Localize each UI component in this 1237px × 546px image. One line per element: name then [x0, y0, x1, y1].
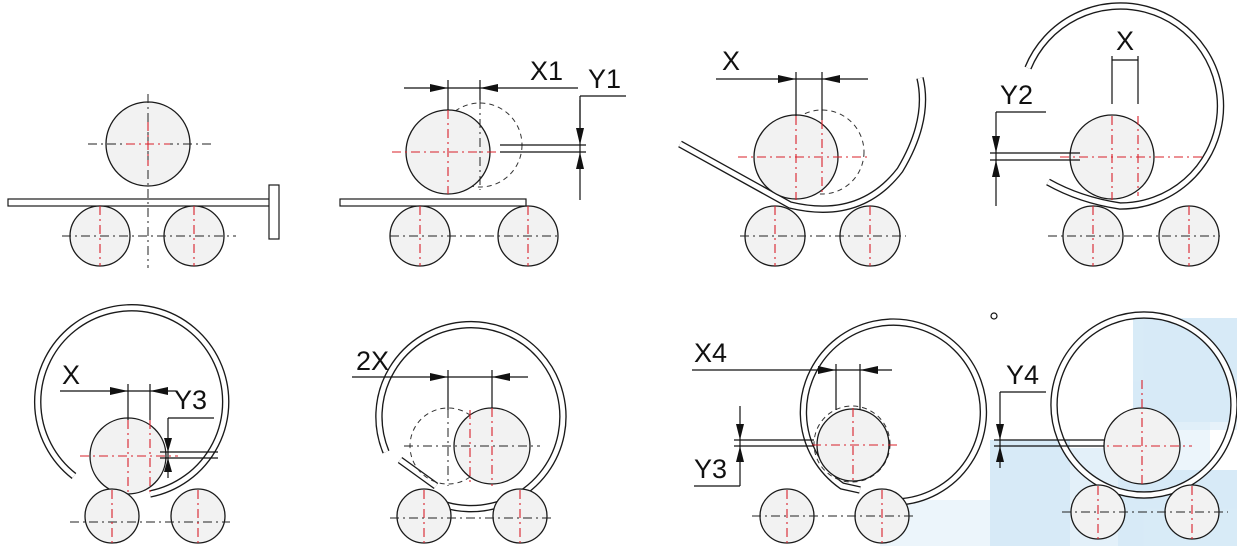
centerlines	[390, 390, 552, 546]
label-x1: X1	[530, 56, 563, 86]
dimension-2x: 2X	[352, 346, 528, 410]
panel-1	[7, 94, 280, 268]
rolled-ring	[1050, 311, 1237, 499]
centerlines	[70, 420, 230, 546]
panel-2: X1 Y1	[339, 56, 626, 267]
label-y2: Y2	[1000, 80, 1033, 110]
bending-plate	[799, 318, 988, 506]
bending-plate	[1024, 2, 1225, 210]
centerlines	[1048, 116, 1220, 266]
label-x4: X4	[694, 338, 727, 368]
small-mark	[990, 312, 998, 320]
dimension-x1: X1	[404, 56, 578, 110]
dimension-x: X	[1111, 26, 1139, 104]
dimension-y3: Y3	[160, 385, 218, 478]
panel-4: X Y2	[990, 2, 1225, 267]
dimension-y4: Y4	[994, 360, 1104, 468]
label-x: X	[722, 46, 740, 76]
upper-roll-final-ghost	[813, 405, 891, 483]
centerlines	[1062, 380, 1228, 542]
dimension-y1: Y1	[500, 64, 626, 200]
end-stop	[268, 184, 280, 240]
label-y3: Y3	[174, 385, 207, 415]
panel-5: X Y3	[33, 304, 230, 546]
flat-plate	[7, 198, 275, 207]
centerlines	[390, 100, 560, 266]
bending-plate	[678, 77, 927, 213]
dimension-y2: Y2	[990, 80, 1080, 206]
flat-plate	[339, 198, 527, 207]
dimension-x: X	[60, 360, 176, 420]
dimension-x4: X4	[692, 338, 892, 410]
label-x: X	[62, 360, 80, 390]
label-y3: Y3	[694, 454, 727, 484]
panel-8: Y4	[990, 311, 1237, 542]
panel-7: X4 Y3	[692, 318, 988, 546]
dimension-x: X	[716, 46, 868, 120]
dimension-y3: Y3	[694, 406, 814, 487]
bending-plate	[33, 304, 230, 498]
label-2x: 2X	[356, 346, 389, 376]
label-y1: Y1	[588, 64, 621, 94]
centerlines	[738, 116, 906, 266]
upper-roll-shifted-ghost	[779, 109, 865, 195]
panel-3: X	[678, 46, 927, 267]
label-x: X	[1116, 26, 1134, 56]
centerlines	[752, 408, 914, 546]
centerlines	[62, 94, 236, 268]
panel-6: 2X	[352, 320, 567, 546]
label-y4: Y4	[1006, 360, 1039, 390]
